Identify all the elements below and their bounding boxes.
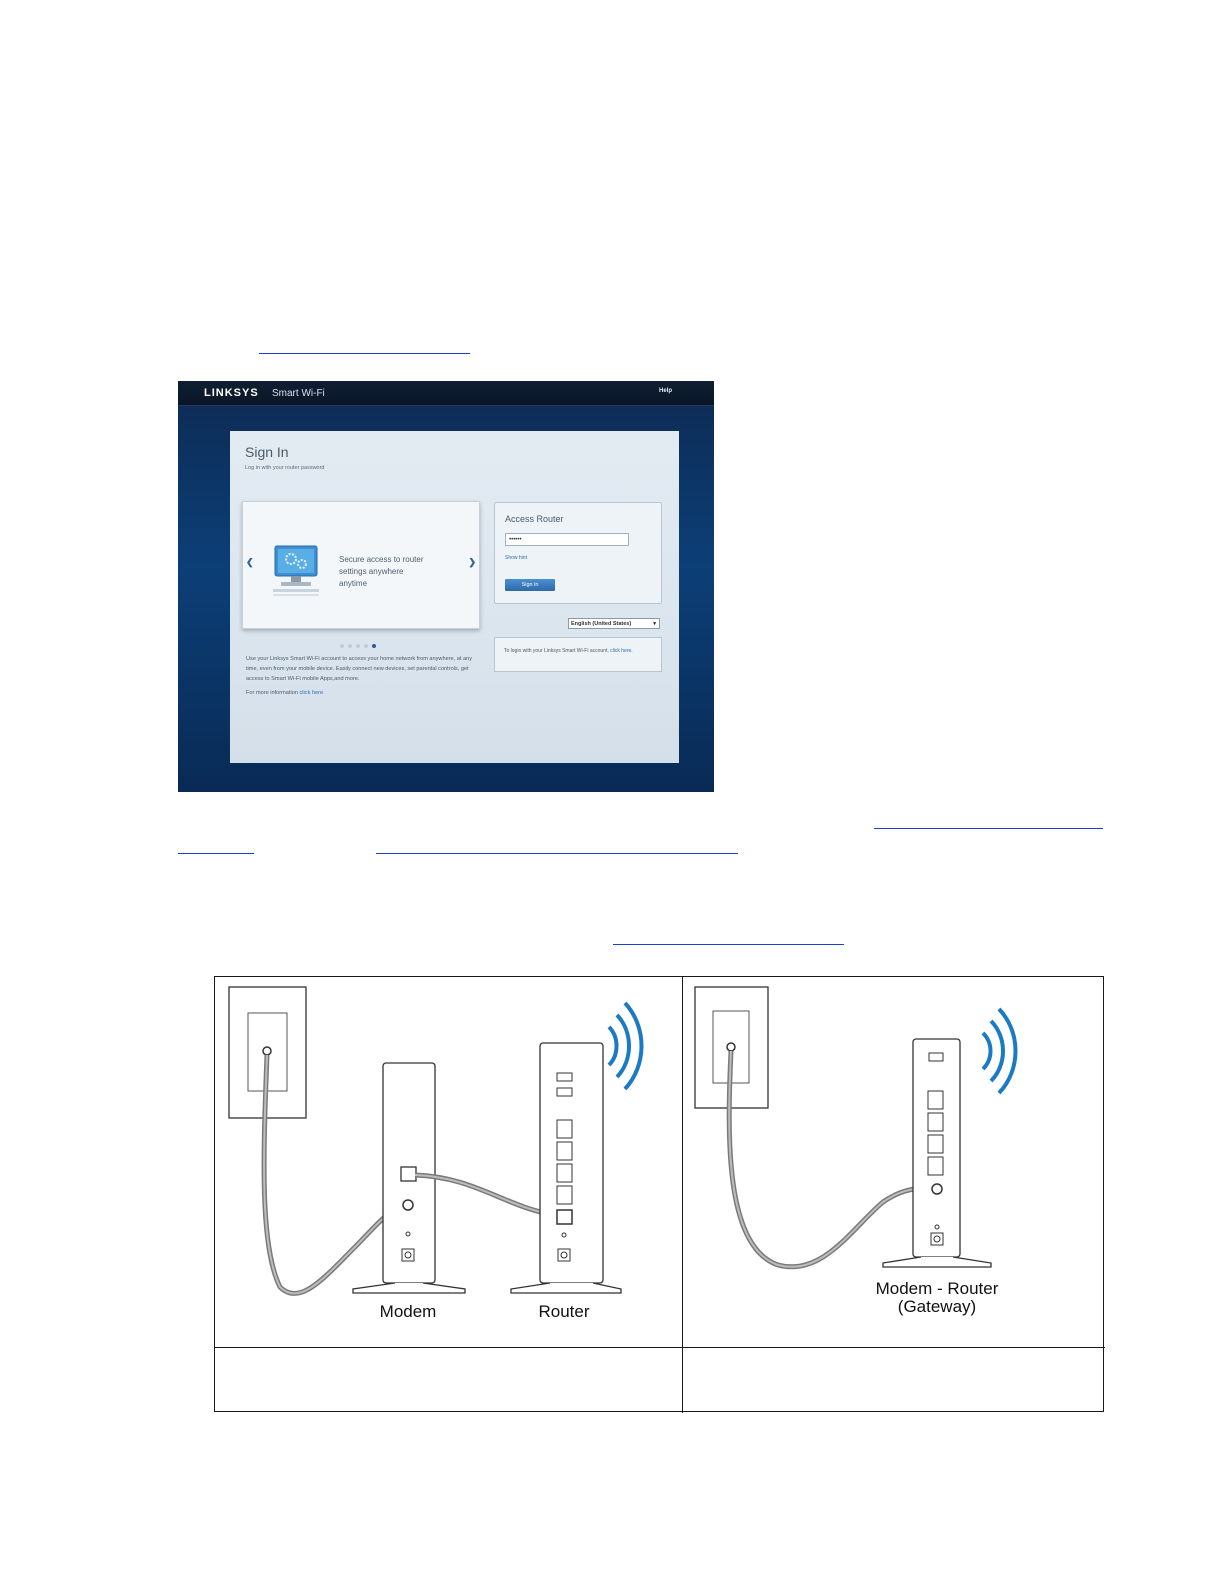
gateway-label-line2: (Gateway): [897, 1297, 977, 1316]
top-bar: LINKSYS Smart Wi-Fi Help: [178, 381, 714, 406]
column-divider: [682, 977, 683, 1413]
hyperlink-underline-5[interactable]: [613, 944, 844, 945]
access-router-title: Access Router: [505, 514, 564, 524]
chevron-down-icon: ▾: [653, 621, 656, 627]
carousel-dots: [340, 635, 380, 653]
modem-router-illustration: [228, 986, 644, 1296]
modem-label: Modem: [379, 1302, 437, 1321]
carousel-caption: Secure access to router settings anywher…: [339, 555, 424, 588]
carousel-dot[interactable]: [364, 644, 368, 648]
chevron-right-icon[interactable]: ❯: [468, 557, 476, 567]
hyperlink-underline-1[interactable]: [259, 353, 470, 354]
language-select[interactable]: English (United States) ▾: [568, 618, 660, 629]
account-login-link[interactable]: click here.: [610, 648, 633, 654]
language-value: English (United States): [571, 621, 632, 627]
help-link[interactable]: Help: [658, 388, 672, 394]
gateway-illustration: [694, 986, 1018, 1270]
account-login-text: To login with your Linksys Smart Wi-Fi a…: [504, 648, 654, 655]
info-paragraph: Use your Linksys Smart Wi-Fi account to …: [246, 656, 473, 682]
feature-carousel: ❮ Secure access to router settings anywh…: [242, 501, 480, 629]
connection-diagram-table: Modem Router Modem - Router (Gateway): [214, 976, 1105, 1413]
access-router-box: Access Router •••••• Show hint Sign in: [494, 502, 662, 604]
account-login-box: To login with your Linksys Smart Wi-Fi a…: [494, 637, 662, 672]
more-info-line: For more information click here: [246, 690, 323, 696]
more-info-link[interactable]: click here: [299, 690, 324, 696]
hyperlink-underline-2[interactable]: [874, 828, 1103, 829]
gateway-label-line1: Modem - Router: [875, 1279, 999, 1298]
hyperlink-underline-4[interactable]: [376, 853, 738, 854]
signin-panel: Sign In Log in with your router password…: [230, 431, 679, 763]
hyperlink-underline-3[interactable]: [178, 853, 254, 854]
router-label: Router: [538, 1302, 590, 1321]
more-info-label: For more information: [246, 690, 298, 696]
page-subtitle: Log in with your router password: [245, 465, 325, 471]
carousel-dot-active[interactable]: [372, 644, 376, 648]
show-hint-link[interactable]: Show hint: [505, 555, 527, 561]
row-divider: [215, 1347, 1105, 1348]
monitor-gear-icon: [273, 545, 319, 596]
carousel-dot[interactable]: [348, 644, 352, 648]
sign-in-button[interactable]: Sign in: [505, 579, 555, 591]
chevron-left-icon[interactable]: ❮: [246, 557, 254, 567]
carousel-dot[interactable]: [356, 644, 360, 648]
linksys-screenshot: LINKSYS Smart Wi-Fi Help Sign In Log in …: [178, 381, 714, 792]
page-title: Sign In: [245, 444, 289, 460]
linksys-logo: LINKSYS: [204, 387, 259, 399]
logo-subtitle: Smart Wi-Fi: [272, 388, 325, 399]
password-field[interactable]: ••••••: [505, 533, 629, 546]
account-login-prefix: To login with your Linksys Smart Wi-Fi a…: [504, 648, 609, 654]
carousel-dot[interactable]: [340, 644, 344, 648]
